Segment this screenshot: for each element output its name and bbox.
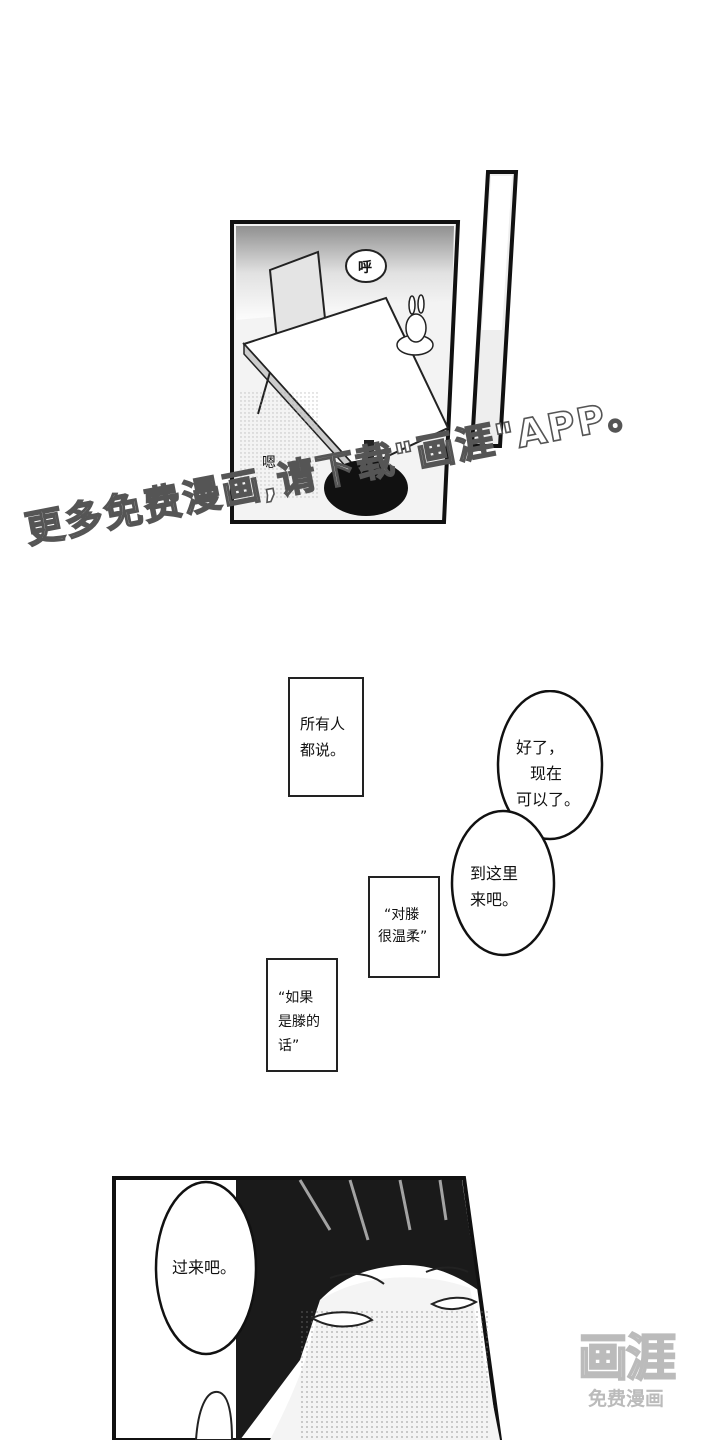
caption-line: “对滕: [384, 907, 420, 923]
huaya-logo-subtitle: 免费漫画: [587, 1388, 664, 1410]
huaya-logo: 画涯 免费漫画: [566, 1318, 686, 1430]
sfx-hum: 嗯: [262, 455, 276, 471]
bubble-line: 好了，: [516, 738, 565, 757]
bubble-line: 来吧。: [470, 890, 519, 909]
panel-character-closeup: [112, 1176, 503, 1440]
panel-table-scene: [230, 170, 519, 524]
caption-everyone-says: 所有人 都说。: [288, 677, 364, 797]
bubble-line: 到这里: [470, 864, 519, 883]
sfx-breath: 呼: [358, 260, 372, 276]
bubble-ok-now: 好了， 现在 可以了。: [516, 735, 580, 813]
caption-if-teng: “如果 是滕的 话”: [266, 958, 338, 1072]
caption-line: 是滕的: [278, 1014, 320, 1030]
bubble-line: 过来吧。: [172, 1258, 237, 1277]
caption-line: 很温柔”: [378, 929, 428, 945]
huaya-logo-glyph: 画涯: [577, 1328, 677, 1388]
caption-line: 话”: [278, 1038, 300, 1054]
bubble-come-here: 到这里 来吧。: [470, 861, 518, 913]
caption-line: 都说。: [300, 741, 346, 759]
bubble-line: 现在: [530, 764, 563, 783]
caption-line: 所有人: [300, 715, 346, 733]
bubble-line: 可以了。: [516, 790, 581, 809]
rabbit-figurine-icon: [396, 294, 434, 356]
bubble-come-over: 过来吧。: [172, 1255, 236, 1281]
caption-kind-to-knee: “对滕 很温柔”: [368, 876, 440, 978]
caption-line: “如果: [278, 990, 314, 1006]
speech-bubbles-right: [450, 690, 604, 957]
